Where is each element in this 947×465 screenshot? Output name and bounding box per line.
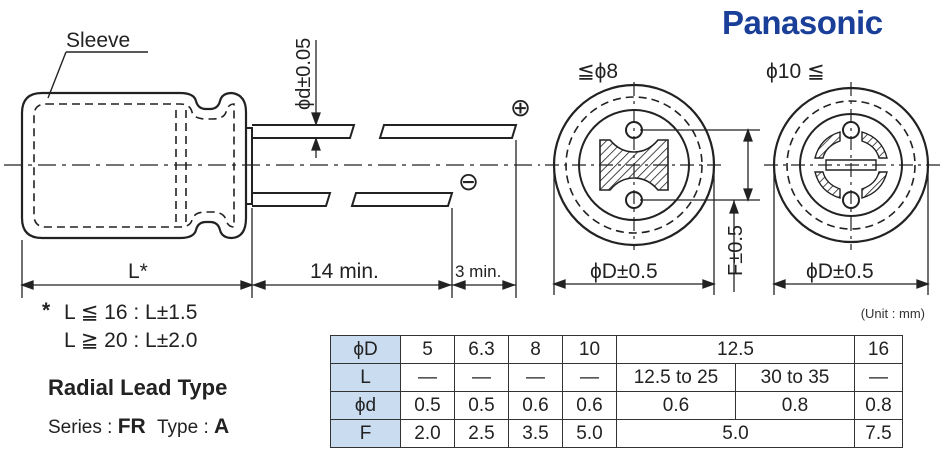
sleeve-dashed xyxy=(33,103,235,228)
table-cell: — xyxy=(562,363,617,392)
small-diameter-label: ≦ϕ8 xyxy=(577,60,619,83)
table-cell: 0.8 xyxy=(854,391,903,420)
table-cell: 12.5 xyxy=(616,335,855,364)
table-cell: 0.6 xyxy=(562,391,617,420)
end-view-small xyxy=(545,82,722,250)
table-row: F 2.0 2.5 3.5 5.0 5.0 7.5 xyxy=(330,419,903,448)
capacitor-body xyxy=(20,91,248,240)
note-line-1: L ≦ 16 : L±1.5 xyxy=(64,301,198,324)
row-header-pitch: F xyxy=(330,419,401,448)
row-header-diameter: ϕD xyxy=(330,335,401,364)
row-header-lead-diameter: ϕd xyxy=(330,391,401,420)
table-cell: — xyxy=(508,363,563,392)
table-row: L — — — — 12.5 to 25 30 to 35 — xyxy=(330,363,903,392)
table-cell: 5.0 xyxy=(562,419,617,448)
series-line: Series : FR Type : A xyxy=(48,416,229,437)
table-cell: 6.3 xyxy=(454,335,509,364)
table-cell: 0.6 xyxy=(616,391,736,420)
diameter-tolerance-small: ϕD±0.5 xyxy=(590,260,658,283)
spec-table: ϕD 5 6.3 8 10 12.5 16 L — — — — 12.5 to … xyxy=(330,335,903,448)
type-value: A xyxy=(214,415,230,438)
large-diameter-label: ϕ10 ≦ xyxy=(766,60,825,83)
table-row: ϕD 5 6.3 8 10 12.5 16 xyxy=(330,335,903,364)
type-label: Type : xyxy=(156,417,215,438)
d-dimension-large xyxy=(772,170,930,295)
table-cell: 10 xyxy=(562,335,617,364)
d-dimension-small xyxy=(552,170,716,295)
length-label: L* xyxy=(128,260,148,283)
table-cell: 2.5 xyxy=(454,419,509,448)
table-cell: 8 xyxy=(508,335,563,364)
length-dimensions xyxy=(20,140,517,298)
table-cell: — xyxy=(400,363,455,392)
table-cell: 0.8 xyxy=(735,391,855,420)
table-cell: 16 xyxy=(854,335,903,364)
table-cell: 0.5 xyxy=(454,391,509,420)
table-cell: 12.5 to 25 xyxy=(616,363,736,392)
brand-logo: Panasonic xyxy=(722,4,883,41)
sleeve-leader xyxy=(47,51,148,99)
lead-length-label: 14 min. xyxy=(310,260,379,283)
table-cell: 5.0 xyxy=(616,419,855,448)
lead-dia-dimension xyxy=(311,40,321,158)
table-row: ϕd 0.5 0.5 0.6 0.6 0.6 0.8 0.8 xyxy=(330,391,903,420)
series-value: FR xyxy=(117,415,146,438)
series-label: Series : xyxy=(48,417,118,438)
table-cell: 3.5 xyxy=(508,419,563,448)
f-dimension xyxy=(640,128,760,292)
row-header-length: L xyxy=(330,363,401,392)
end-plate xyxy=(245,127,253,205)
table-cell: — xyxy=(854,363,903,392)
table-cell: 0.6 xyxy=(508,391,563,420)
table-cell: 30 to 35 xyxy=(735,363,855,392)
table-cell: 2.0 xyxy=(400,419,455,448)
note-line-2: L ≧ 20 : L±2.0 xyxy=(64,329,198,352)
sleeve-label: Sleeve xyxy=(66,29,131,52)
plus-terminal-mark: ⊕ xyxy=(510,94,531,122)
note-star: * xyxy=(42,299,51,322)
f-tolerance-label: F±0.5 xyxy=(725,225,747,276)
table-cell: 7.5 xyxy=(854,419,903,448)
unit-note: (Unit : mm) xyxy=(860,306,925,321)
table-cell: 5 xyxy=(400,335,455,364)
lead-wires xyxy=(252,124,518,207)
table-cell: — xyxy=(454,363,509,392)
minus-terminal-mark: ⊖ xyxy=(458,168,479,196)
type-title: Radial Lead Type xyxy=(48,375,228,400)
lead-dia-label: ϕd±0.05 xyxy=(293,38,315,110)
min-3-label: 3 min. xyxy=(455,262,502,281)
table-cell: 0.5 xyxy=(400,391,455,420)
diameter-tolerance-large: ϕD±0.5 xyxy=(806,260,874,283)
end-view-large xyxy=(764,82,940,250)
